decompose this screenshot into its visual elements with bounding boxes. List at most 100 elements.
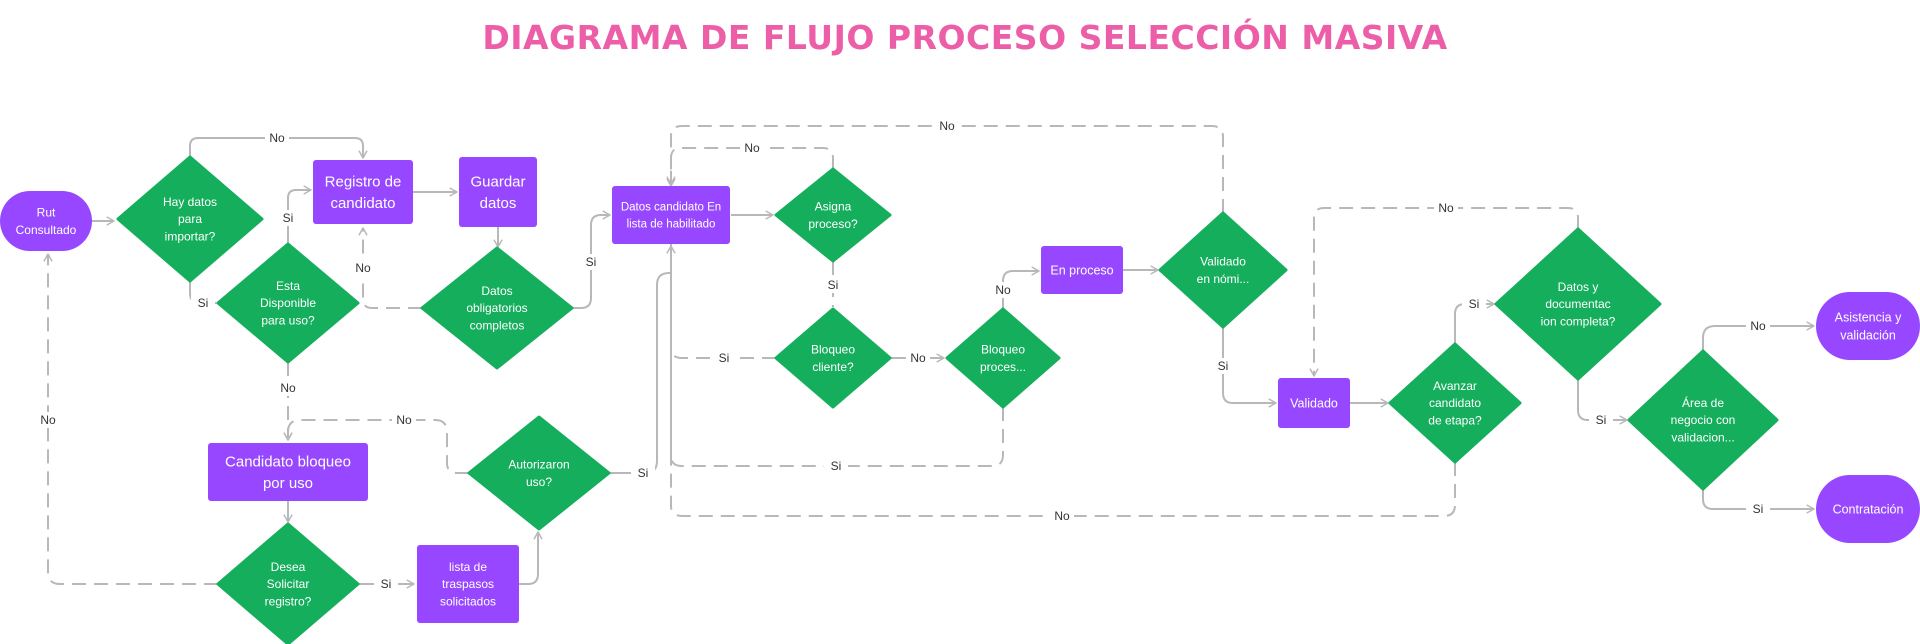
connector-esta-disponible-to-registro bbox=[287, 185, 312, 244]
node-label-line: Rut bbox=[37, 206, 56, 220]
edge-label-background bbox=[935, 118, 959, 134]
node-label-line: validacion... bbox=[1671, 431, 1734, 445]
node-label-line: Hay datos bbox=[163, 195, 217, 209]
node-asistencia: Asistencia y validación bbox=[1816, 292, 1920, 360]
node-label-line: uso? bbox=[526, 475, 552, 489]
node-label-line: lista de habilitado bbox=[627, 218, 716, 230]
edge-label: No bbox=[1054, 509, 1070, 523]
node-label-line: Área de bbox=[1682, 395, 1724, 410]
node-en-proceso: En proceso bbox=[1041, 246, 1123, 294]
node-label-line: Bloqueo bbox=[981, 343, 1025, 357]
node-shape bbox=[945, 307, 1061, 409]
node-label-line: Asigna bbox=[815, 200, 852, 214]
node-avanzar: Avanzar candidato de etapa? bbox=[1388, 342, 1522, 464]
node-label-line: En proceso bbox=[1050, 263, 1113, 277]
connector-autorizaron-to-datos-habilitado bbox=[609, 245, 676, 474]
node-area-negocio: Área de negocio con validacion... bbox=[1627, 349, 1779, 491]
node-label-line: ion completa? bbox=[1541, 315, 1616, 329]
node-shape bbox=[774, 167, 892, 263]
node-registro: Registro de candidato bbox=[313, 160, 413, 224]
edge-label: Si bbox=[1469, 297, 1480, 311]
node-label-line: Candidato bloqueo bbox=[225, 453, 351, 470]
node-label-line: Datos bbox=[481, 284, 512, 298]
node-shape bbox=[116, 155, 264, 283]
node-shape bbox=[0, 191, 92, 251]
node-shape bbox=[1041, 246, 1123, 294]
node-label-line: validación bbox=[1840, 328, 1896, 342]
edge-label: Si bbox=[828, 278, 839, 292]
edge-label: No bbox=[910, 351, 926, 365]
edge-label-background bbox=[1050, 508, 1074, 524]
node-asigna-proceso: Asigna proceso? bbox=[774, 167, 892, 263]
edge-label: No bbox=[939, 119, 955, 133]
connectors-layer bbox=[43, 125, 1815, 589]
node-label-line: Validado bbox=[1290, 396, 1338, 410]
edge-label-background bbox=[712, 350, 736, 366]
edge-label-background bbox=[276, 210, 300, 226]
node-shape bbox=[313, 160, 413, 224]
edge-label-background bbox=[906, 350, 930, 366]
edge-label: Si bbox=[198, 296, 209, 310]
node-label-line: Avanzar bbox=[1433, 379, 1477, 393]
edge-label-background bbox=[824, 458, 848, 474]
node-label-line: en nómi... bbox=[1197, 272, 1250, 286]
node-validado: Validado bbox=[1278, 378, 1350, 428]
node-label-line: Registro de bbox=[325, 173, 402, 190]
edge-label: No bbox=[1750, 319, 1766, 333]
node-label-line: proceso? bbox=[808, 217, 858, 231]
edge-label-background bbox=[1434, 200, 1458, 216]
connector-traspasos-to-autorizaron bbox=[519, 531, 543, 585]
connector-desea-solicitar-to-rut bbox=[43, 253, 218, 585]
connector-area-negocio-to-contratacion bbox=[1702, 489, 1815, 514]
node-label-line: negocio con bbox=[1671, 413, 1736, 427]
edge-label: Si bbox=[831, 459, 842, 473]
edge-label: No bbox=[396, 413, 412, 427]
edge-label-background bbox=[392, 412, 416, 428]
node-label-line: datos bbox=[480, 195, 517, 212]
node-shape bbox=[1158, 211, 1288, 329]
edge-label-background bbox=[579, 254, 603, 270]
node-shape bbox=[1816, 292, 1920, 360]
node-label-line: Contratación bbox=[1833, 502, 1904, 516]
connector-autorizaron-to-candidato-bloqueo bbox=[283, 419, 469, 474]
edge-label: No bbox=[40, 413, 56, 427]
edge-label: Si bbox=[1218, 359, 1229, 373]
node-label-line: Asistencia y bbox=[1835, 310, 1902, 324]
node-guardar: Guardar datos bbox=[459, 157, 537, 227]
edge-label-background bbox=[36, 412, 60, 428]
node-label-line: Consultado bbox=[16, 223, 77, 237]
node-shape bbox=[417, 545, 519, 623]
node-shape bbox=[1494, 227, 1662, 381]
node-bloqueo-proceso: Bloqueoproces... bbox=[945, 307, 1061, 409]
node-label-line: candidato bbox=[330, 195, 395, 212]
node-contratacion: Contratación bbox=[1816, 475, 1920, 543]
edge-label-background bbox=[351, 260, 375, 276]
edge-label-background bbox=[821, 277, 845, 293]
edge-label-background bbox=[191, 295, 215, 311]
node-label-line: Guardar bbox=[470, 173, 525, 190]
edge-label: No bbox=[269, 131, 285, 145]
node-shape bbox=[208, 443, 368, 501]
edge-label-background bbox=[265, 130, 289, 146]
connector-datos-obligatorios-to-registro bbox=[358, 227, 422, 309]
edge-label-background bbox=[631, 465, 655, 481]
node-label-line: de etapa? bbox=[1428, 414, 1482, 428]
connector-area-negocio-to-asistencia bbox=[1702, 321, 1815, 351]
node-shape bbox=[420, 246, 574, 370]
node-label-line: lista de bbox=[449, 560, 487, 574]
node-label-line: candidato bbox=[1429, 396, 1481, 410]
edge-label: No bbox=[995, 283, 1011, 297]
node-label-line: Disponible bbox=[260, 296, 316, 310]
node-label-line: completos bbox=[470, 319, 525, 333]
node-shape bbox=[1388, 342, 1522, 464]
edge-label: Si bbox=[283, 211, 294, 225]
